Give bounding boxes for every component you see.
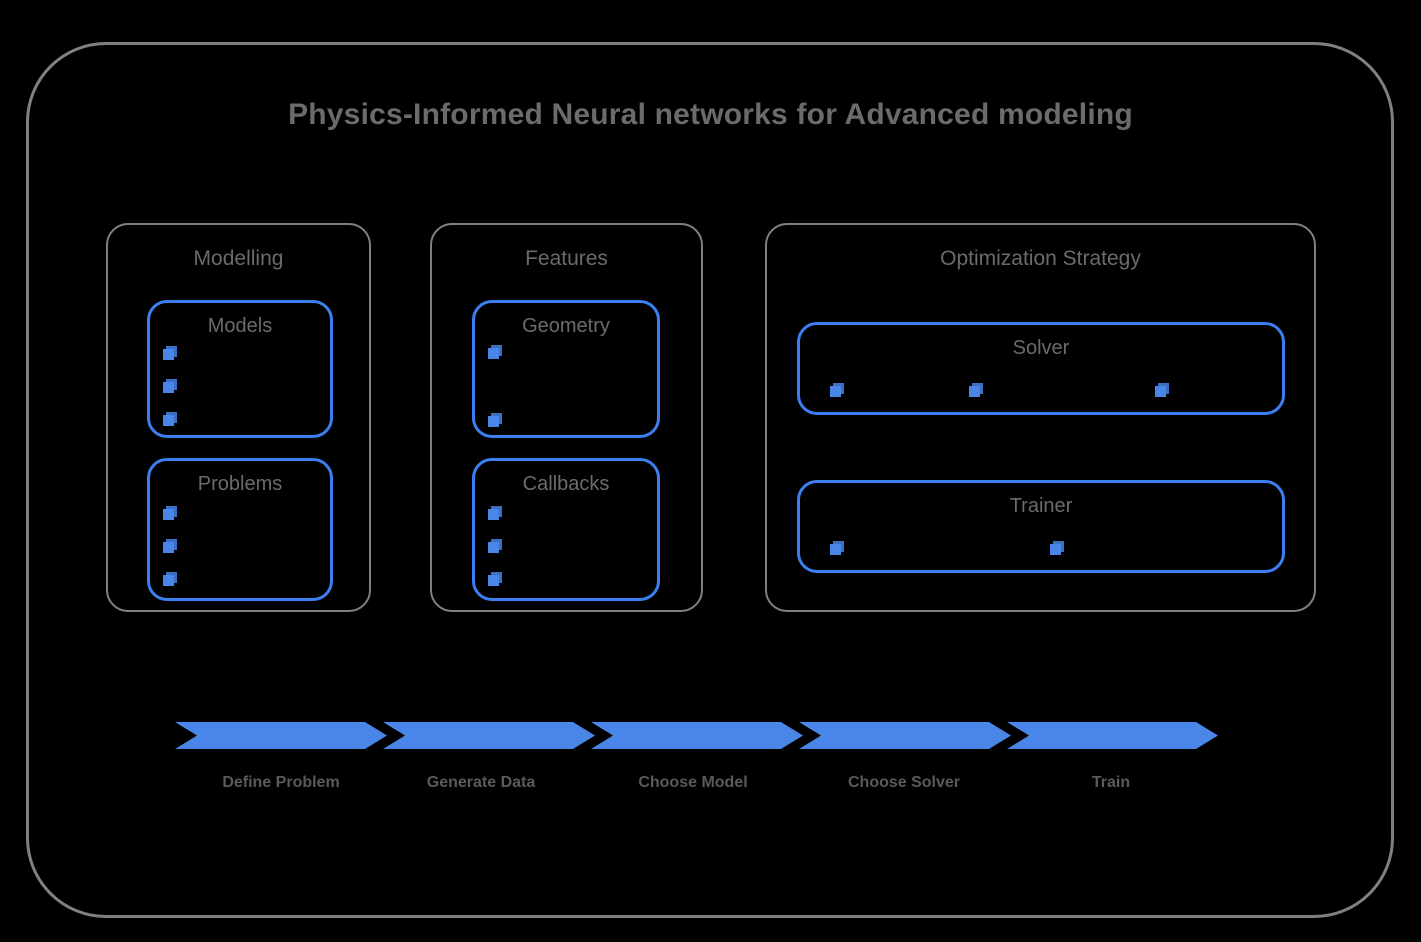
box-geometry-items	[475, 303, 657, 435]
page-title: Physics-Informed Neural networks for Adv…	[288, 98, 1133, 131]
cube-icon	[488, 506, 502, 520]
cube-icon	[163, 346, 177, 360]
box-models-title: Models	[207, 315, 273, 337]
box-solver[interactable]: Solver	[797, 322, 1285, 415]
box-callbacks-title: Callbacks	[522, 473, 610, 495]
cube-icon	[1050, 541, 1064, 555]
cube-icon	[1155, 383, 1169, 397]
group-features-title: Features	[525, 247, 608, 270]
pipeline-step-label-3: Choose Model	[638, 774, 748, 791]
cube-icon	[488, 345, 502, 359]
box-models-items	[150, 303, 330, 435]
pipeline-step-label-4: Choose Solver	[847, 774, 961, 791]
cube-icon	[163, 539, 177, 553]
box-trainer-title: Trainer	[1009, 495, 1073, 517]
box-problems[interactable]: Problems	[147, 458, 333, 601]
box-models[interactable]: Models	[147, 300, 333, 438]
cube-icon	[163, 379, 177, 393]
group-features: Features	[430, 223, 703, 612]
cube-icon	[488, 413, 502, 427]
pipeline-step-label-1: Define Problem	[222, 774, 340, 791]
pipeline-step-label-2: Generate Data	[426, 774, 536, 791]
box-solver-title: Solver	[1012, 337, 1070, 359]
box-trainer-items	[800, 483, 1282, 570]
cube-icon	[488, 539, 502, 553]
cube-icon	[830, 541, 844, 555]
box-geometry[interactable]: Geometry	[472, 300, 660, 438]
group-optimization-title: Optimization Strategy	[940, 247, 1141, 270]
cube-icon	[969, 383, 983, 397]
box-problems-items	[150, 461, 330, 598]
box-problems-title: Problems	[197, 473, 283, 495]
group-modelling: Modelling	[106, 223, 371, 612]
cube-icon	[163, 506, 177, 520]
box-callbacks-items	[475, 461, 657, 598]
cube-icon	[163, 572, 177, 586]
pipeline-step-label-5: Train	[1091, 774, 1131, 791]
cube-icon	[163, 412, 177, 426]
cube-icon	[488, 572, 502, 586]
group-modelling-title: Modelling	[193, 247, 284, 270]
box-solver-items	[800, 325, 1282, 412]
box-trainer[interactable]: Trainer	[797, 480, 1285, 573]
cube-icon	[830, 383, 844, 397]
box-callbacks[interactable]: Callbacks	[472, 458, 660, 601]
diagram-outer-frame	[26, 42, 1394, 918]
group-optimization-strategy: Optimization Strategy	[765, 223, 1316, 612]
box-geometry-title: Geometry	[522, 315, 610, 337]
